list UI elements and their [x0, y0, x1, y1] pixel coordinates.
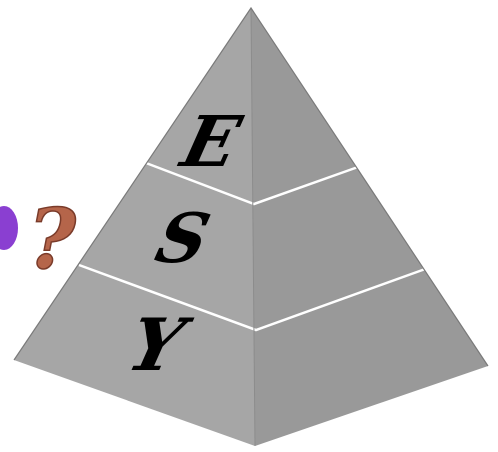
question-mark-glyph: ? [28, 192, 77, 288]
purple-bubble [0, 206, 18, 250]
question-mark-icon: ? [28, 192, 77, 288]
pyramid-right-face [251, 8, 488, 446]
